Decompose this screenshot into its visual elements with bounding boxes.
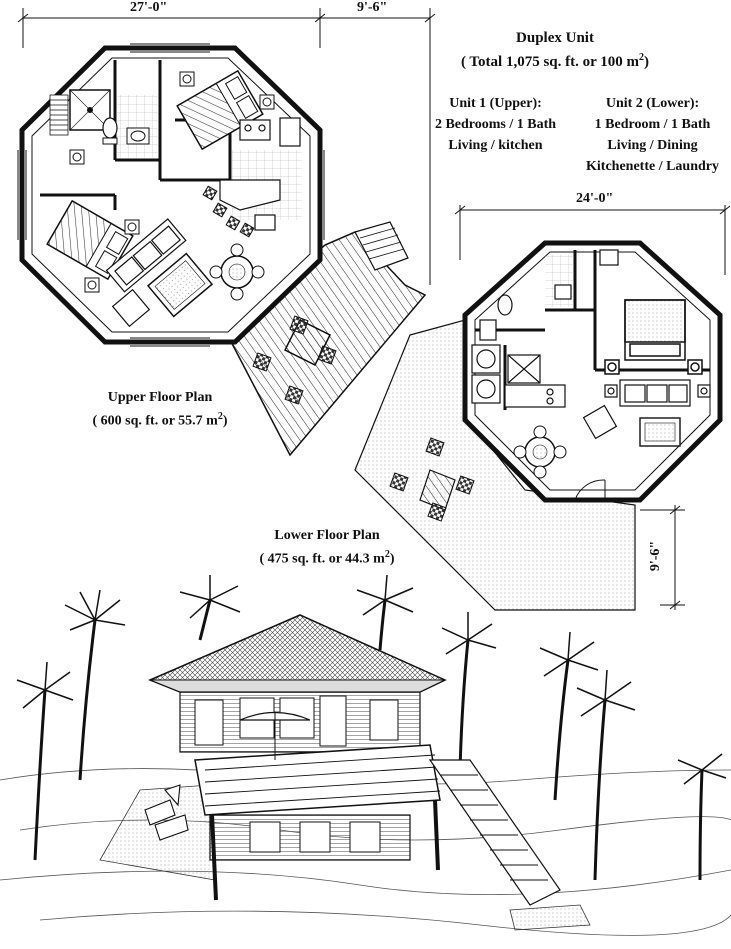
upper-bed-1 [176,69,264,151]
upper-bath-floor [117,95,159,158]
upper-toilet [102,117,118,145]
upper-bar-stools [202,185,255,238]
upper-stairs-hatch [49,94,69,136]
duplex-title: Duplex Unit [516,30,594,46]
total-area-suffix: ) [644,54,650,70]
lower-dimension-lines [454,205,731,610]
lower-width-dimension: 24'-0" [576,191,614,206]
lower-rug [639,417,681,447]
upper-kitchen [219,117,301,231]
upper-patio-set [252,315,337,405]
unit2-line1: 1 Bedroom / 1 Bath [594,117,711,132]
lower-kitchenette [504,354,566,408]
lower-sofa [604,379,711,407]
lower-bath-fixtures [479,249,619,341]
unit2-line2: Living / Dining [607,138,698,153]
unit2-title: Unit 2 (Lower): [605,96,700,111]
duplex-total-area: ( Total 1,075 sq. ft. or 100 m2) [440,52,670,71]
upper-plan-title: Upper Floor Plan [107,390,213,405]
deck-width-dimension: 9'-6" [357,0,388,15]
upper-windows [17,43,325,347]
upper-nightstands [69,71,275,293]
lower-deck-dimension: 9'-6" [648,540,664,572]
lower-bed [604,299,703,375]
unit2-line3: Kitchenette / Laundry [586,159,719,174]
lower-dining-table [513,425,567,479]
upper-plan-area: ( 600 sq. ft. or 55.7 m2) [65,411,255,430]
palm-trees [16,574,727,881]
lower-armchair [582,404,618,440]
unit1-title: Unit 1 (Upper): [449,96,542,111]
lower-area-suffix: ) [389,551,395,567]
lower-plan-area: ( 475 sq. ft. or 44.3 m2) [232,549,422,568]
total-area-sup: 2 [639,52,645,63]
upper-sink [126,127,150,145]
upper-area-suffix: ) [222,413,228,429]
upper-dimension-lines [17,8,436,285]
upper-sofa [105,218,187,293]
lower-patio-set [389,437,475,522]
unit1-line2: Living / kitchen [448,138,543,153]
lower-area-sup: 2 [384,549,390,560]
upper-area-prefix: ( 600 sq. ft. or 55.7 m [92,413,218,429]
lower-entry-door [574,479,606,501]
lower-area-prefix: ( 475 sq. ft. or 44.3 m [259,551,385,567]
lower-plan-title: Lower Floor Plan [274,528,380,543]
elevation-lounge-chairs [144,784,189,841]
upper-dining-table [209,243,265,301]
upper-width-dimension: 27'-0" [130,0,168,15]
upper-bed-2 [46,199,134,281]
unit1-line1: 2 Bedrooms / 1 Bath [434,117,557,132]
upper-armchair [111,288,151,328]
upper-rug [146,252,214,318]
elevation-house [148,614,561,906]
total-area-prefix: ( Total 1,075 sq. ft. or 100 m [460,54,640,70]
upper-area-sup: 2 [217,411,223,422]
lower-laundry [471,344,501,404]
